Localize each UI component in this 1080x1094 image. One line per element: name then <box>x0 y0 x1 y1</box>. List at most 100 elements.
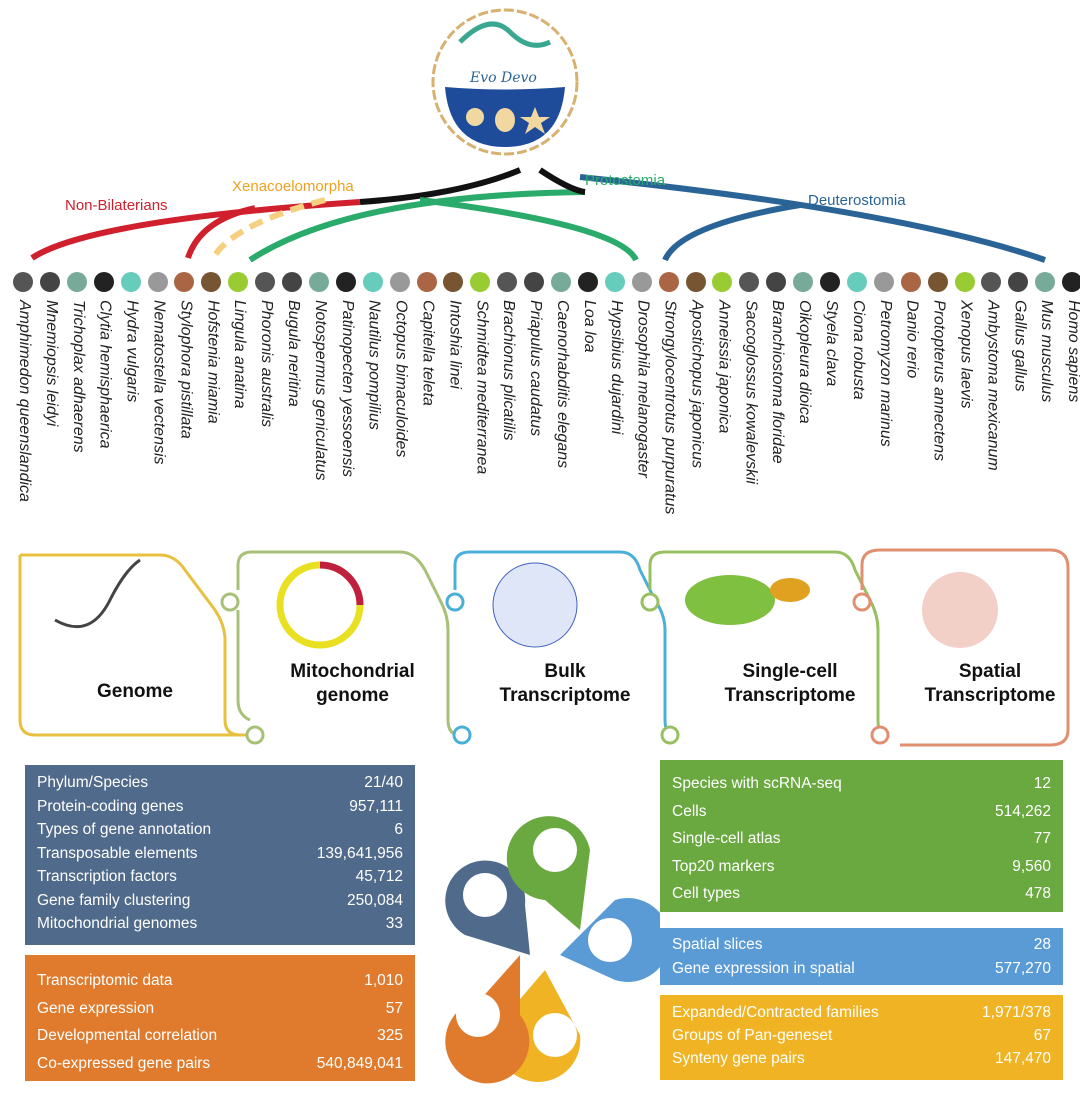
stat-label: Expanded/Contracted families <box>672 1004 879 1021</box>
species-image <box>443 272 464 292</box>
species-image <box>389 272 410 292</box>
species-label: Hydra vulgaris <box>123 300 141 403</box>
stat-value: 577,270 <box>994 959 1051 977</box>
umap-image <box>685 575 775 625</box>
species-label: Oikopleura dioica <box>796 300 814 424</box>
species-image <box>766 272 787 292</box>
stat-value: 67 <box>1033 1027 1051 1044</box>
stat-row: Synteny gene pairs 147,470 <box>672 1047 1051 1070</box>
stat-label: Transcriptomic data <box>37 972 173 989</box>
species-image <box>900 272 921 292</box>
species-image <box>846 272 867 292</box>
stat-value: 147,470 <box>994 1050 1051 1067</box>
logo-text: Evo Devo <box>469 70 537 86</box>
clade-non-bilaterians: Non-Bilaterians <box>65 197 168 214</box>
species-image <box>255 272 276 292</box>
stat-label: Synteny gene pairs <box>672 1050 805 1067</box>
cell-icon <box>533 828 577 872</box>
panel-spatial-transcriptome: Spatial Transcriptome <box>924 661 1056 706</box>
stat-row: Developmental correlation 325 <box>37 1022 403 1050</box>
species-label: Capitella teleta <box>419 300 437 406</box>
species-label: Loa loa <box>580 300 598 353</box>
stat-value: 957,111 <box>349 797 403 815</box>
stat-value: 325 <box>377 1027 403 1044</box>
stat-value: 33 <box>385 915 403 932</box>
stat-label: Developmental correlation <box>37 1027 218 1044</box>
clade-deuterostomia: Deuterostomia <box>808 192 906 209</box>
stat-row: Gene expression in spatial 577,270 <box>672 957 1051 981</box>
species-label: Drosophila melanogaster <box>634 300 652 478</box>
stat-value: 21/40 <box>364 774 403 791</box>
species-image <box>147 272 168 292</box>
species-image <box>228 272 249 292</box>
species-label: Homo sapiens <box>1065 300 1080 403</box>
species-label: Anneissia japonica <box>715 300 733 434</box>
stat-row: Gene expression 57 <box>37 995 403 1023</box>
stat-value: 139,641,956 <box>316 844 403 862</box>
stat-label: Gene family clustering <box>37 891 191 909</box>
species-image <box>658 272 679 292</box>
dna-image <box>54 558 141 629</box>
clade-protostomia: Protostomia <box>585 172 666 189</box>
clade-xenacoelomorpha: Xenacoelomorpha <box>232 178 354 195</box>
species-image <box>793 272 814 292</box>
species-image <box>524 272 545 292</box>
species-image <box>362 272 383 292</box>
species-image <box>820 272 840 292</box>
species-label: Phoronis australis <box>258 300 276 428</box>
species-label: Petromyzon marinus <box>876 300 894 447</box>
species-image <box>120 272 141 292</box>
magnifier-icon <box>588 918 632 962</box>
spatial-map-image <box>922 572 998 648</box>
species-label: Styela clava <box>823 300 840 387</box>
stat-value: 28 <box>1033 936 1051 953</box>
species-image <box>282 272 302 292</box>
stat-label: Spatial slices <box>672 936 763 953</box>
stat-value: 77 <box>1033 830 1051 847</box>
panel-mitochondrial-genome: Mitochondrial genome <box>290 661 415 706</box>
species-image <box>13 272 33 292</box>
species-label: Branchiostoma floridae <box>769 300 787 464</box>
species-image <box>1035 272 1056 292</box>
species-label: Octopus bimaculoides <box>392 300 410 458</box>
network-image <box>492 562 578 648</box>
species-image <box>1008 272 1029 292</box>
species-label: Nautilus pompilius <box>365 300 383 430</box>
data-type-panels <box>18 548 1070 747</box>
species-image <box>39 272 60 292</box>
species-image <box>201 272 222 292</box>
stat-label: Gene expression in spatial <box>672 959 855 977</box>
species-label: Danio rerio <box>903 300 921 379</box>
panel-genome: Genome <box>96 681 174 702</box>
network-icon <box>456 993 500 1037</box>
species-label: Clytia hemisphaerica <box>96 300 114 449</box>
stat-value: 45,712 <box>355 868 403 885</box>
stat-value: 57 <box>385 999 403 1017</box>
species-image <box>685 272 706 292</box>
species-image <box>1062 272 1080 292</box>
stat-value: 1,010 <box>364 972 403 989</box>
species-image <box>604 272 625 292</box>
species-image <box>335 272 356 292</box>
stat-label: Gene expression <box>37 999 155 1017</box>
species-label: Xenopus laevis <box>957 300 975 409</box>
stat-value: 540,849,041 <box>316 1054 403 1072</box>
species-label: Ciona robusta <box>849 300 867 400</box>
stat-row: Transcriptomic data 1,010 <box>37 967 403 995</box>
species-image <box>577 272 598 292</box>
species-image <box>927 272 948 292</box>
computer-icon <box>463 873 507 917</box>
stat-label: Transposable elements <box>37 844 198 862</box>
species-label: Hofstenia miamia <box>204 300 222 424</box>
stat-label: Species with scRNA-seq <box>672 775 842 792</box>
